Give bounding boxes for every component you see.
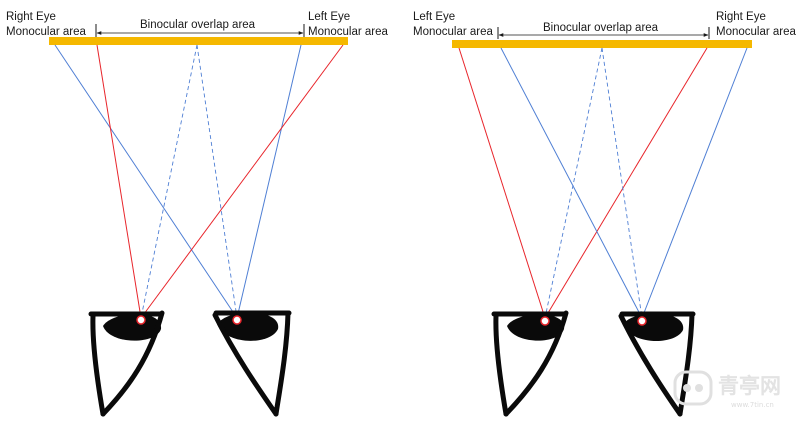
right-diagram: Left Eye Monocular area Binocular overla… xyxy=(413,11,797,417)
right-diagram-red-ray-outer xyxy=(458,47,546,319)
vr-headset-logo-icon xyxy=(673,370,713,406)
left-diagram-corner-left-line1: Right Eye xyxy=(6,11,56,23)
left-diagram-blue-ray-outer xyxy=(54,44,238,319)
left-diagram-dashed-ray-right xyxy=(196,44,238,319)
left-diagram: Right Eye Monocular area Binocular overl… xyxy=(6,11,389,417)
left-diagram-blue-ray-inner xyxy=(236,44,302,319)
right-diagram-corner-right-line1: Right Eye xyxy=(716,11,766,23)
right-diagram-screen-bar xyxy=(452,40,752,48)
right-diagram-corner-left-line2: Monocular area xyxy=(413,26,494,38)
left-diagram-red-ray-outer xyxy=(140,44,344,319)
left-diagram-corner-right-line2: Monocular area xyxy=(308,26,389,38)
right-diagram-blue-ray-outer xyxy=(641,47,748,319)
watermark-url: www.7tin.cn xyxy=(731,401,774,409)
left-diagram-red-ray-inner xyxy=(96,44,142,319)
right-diagram-left-eye-icon xyxy=(491,310,569,417)
left-diagram-left-eye-icon xyxy=(212,310,292,417)
right-diagram-red-ray-inner xyxy=(544,47,708,319)
watermark: 青亭网 www.7tin.cn xyxy=(673,370,781,409)
right-diagram-corner-right-line2: Monocular area xyxy=(716,26,797,38)
left-diagram-corner-right-line1: Left Eye xyxy=(308,11,350,23)
right-diagram-dashed-ray-left xyxy=(544,47,603,319)
right-diagram-blue-ray-inner xyxy=(500,47,643,319)
right-diagram-center-label: Binocular overlap area xyxy=(543,22,659,34)
left-diagram-screen-bar xyxy=(49,37,348,45)
right-diagram-dashed-ray-right xyxy=(601,47,643,319)
left-diagram-center-label: Binocular overlap area xyxy=(140,19,256,31)
watermark-text: 青亭网 xyxy=(718,374,781,398)
left-diagram-dashed-ray-left xyxy=(140,44,198,319)
left-diagram-right-eye-icon xyxy=(88,310,165,417)
left-diagram-corner-left-line2: Monocular area xyxy=(6,26,87,38)
right-diagram-corner-left-line1: Left Eye xyxy=(413,11,455,23)
right-diagram-right-eye-icon xyxy=(618,311,696,417)
